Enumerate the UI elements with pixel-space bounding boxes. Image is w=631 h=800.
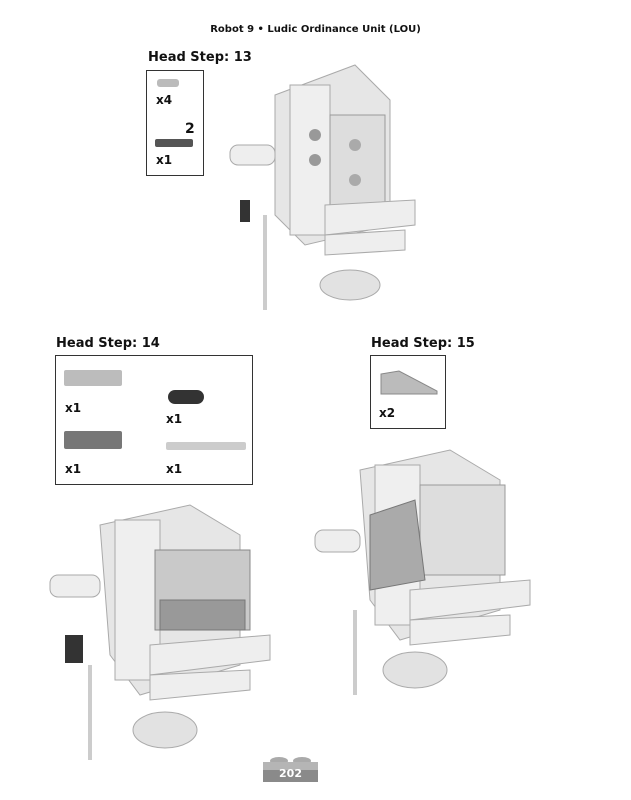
axle-part-icon (155, 139, 193, 147)
lego-plate-icon (263, 757, 318, 782)
page-header: Robot 9 • Ludic Ordinance Unit (LOU) (210, 24, 421, 35)
part-qty: x2 (379, 406, 396, 420)
step-13-parts-box: x4 2 x1 (146, 70, 204, 176)
step-13-model-illustration (229, 64, 416, 310)
page-number: 202 (279, 767, 302, 780)
page-number-badge: 202 (263, 756, 318, 782)
axle-size: 2 (185, 121, 195, 137)
technic-brick-light-icon (64, 370, 122, 386)
part-qty: x1 (166, 412, 183, 426)
part-qty: x1 (156, 153, 173, 167)
slope-brick-icon (380, 370, 438, 395)
plate-part-icon (166, 442, 246, 450)
pin-part-icon (157, 79, 179, 87)
part-qty: x1 (65, 401, 82, 415)
part-qty: x1 (65, 462, 82, 476)
step-13-title: Head Step: 13 (148, 50, 252, 65)
part-qty: x1 (166, 462, 183, 476)
step-14-parts-box: x1 x1 x1 x1 (55, 355, 253, 485)
step-14-title: Head Step: 14 (56, 336, 160, 351)
technic-brick-dark-icon (64, 431, 122, 449)
connector-part-icon (168, 390, 204, 404)
part-qty: x4 (156, 93, 173, 107)
step-14-model-illustration (49, 504, 271, 760)
step-15-model-illustration (314, 449, 531, 695)
step-15-parts-box: x2 (370, 355, 446, 429)
step-15-title: Head Step: 15 (371, 336, 475, 351)
